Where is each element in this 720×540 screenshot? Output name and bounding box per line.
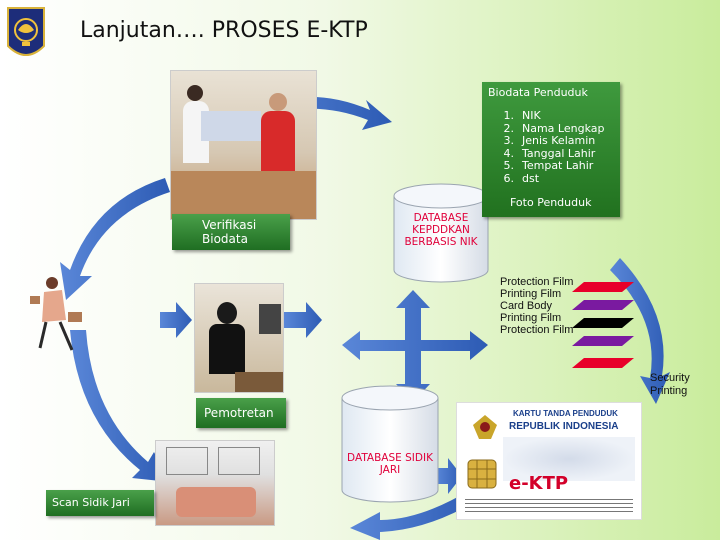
layer-protection-bottom (572, 358, 634, 368)
security-printing-label: Security Printing (650, 372, 690, 397)
list-item: 6.dst (503, 171, 540, 185)
card-title-1: KARTU TANDA PENDUDUK (513, 409, 618, 418)
arrow-up-down (342, 290, 488, 402)
arrow-right-3 (436, 458, 462, 494)
database-nik-cylinder (393, 183, 489, 283)
photo-photo-session (194, 283, 284, 393)
layer-protection-top (572, 282, 634, 292)
layer-label: Printing Film (500, 288, 562, 300)
chip-icon (467, 459, 497, 489)
biodata-panel: Biodata Penduduk 1.NIK 2.Nama Lengkap 3.… (482, 82, 620, 217)
arrow-right-1 (160, 302, 192, 338)
layer-label: Protection Film (500, 276, 574, 288)
database-sidik-cylinder (341, 385, 439, 503)
walking-woman-figure (30, 277, 82, 351)
foto-penduduk-label: Foto Penduduk (510, 196, 592, 209)
layer-printing-bottom (572, 336, 634, 346)
scan-sidik-jari-box: Scan Sidik Jari (46, 490, 154, 516)
card-layers (572, 282, 634, 368)
database-nik-label: DATABASE KEPDDKAN BERBASIS NIK (404, 212, 478, 248)
layer-label: Printing Film (500, 312, 562, 324)
page-title: Lanjutan…. PROSES E-KTP (80, 18, 368, 43)
layer-printing-top (572, 300, 634, 310)
pemotretan-label: Pemotretan (204, 406, 274, 420)
list-item: 3.Jenis Kelamin (503, 134, 596, 147)
list-item: 2.Nama Lengkap (503, 121, 605, 135)
photo-fingerprint-scan (155, 440, 275, 526)
ektp-card: KARTU TANDA PENDUDUK REPUBLIK INDONESIA … (456, 402, 642, 520)
database-sidik-label: DATABASE SIDIK JARI (347, 452, 433, 476)
biodata-header: Biodata Penduduk (488, 86, 588, 99)
ektp-brand: e-KTP (509, 473, 569, 494)
layer-label: Card Body (500, 300, 552, 312)
list-item: 5.Tempat Lahir (503, 159, 594, 172)
list-item: 1.NIK (503, 109, 541, 122)
list-item: 4.Tanggal Lahir (503, 146, 596, 160)
card-map (503, 437, 635, 481)
card-lines (465, 499, 633, 513)
scan-label: Scan Sidik Jari (52, 496, 130, 509)
photo-registration-desk (170, 70, 317, 220)
curved-arrow-bottom (350, 490, 478, 540)
pemotretan-box: Pemotretan (196, 398, 286, 428)
garuda-logo-icon (7, 7, 45, 56)
layer-label: Protection Film (500, 324, 574, 336)
layer-card-body (572, 318, 634, 328)
garuda-emblem-icon (473, 415, 497, 439)
arrow-right-2 (284, 302, 322, 338)
curved-arrow-right (610, 258, 670, 404)
biodata-list: 1.NIK 2.Nama Lengkap 3.Jenis Kelamin 4.T… (492, 109, 605, 185)
verifikasi-biodata-box: Verifikasi Biodata (172, 214, 290, 250)
card-layers-labels: Protection Film Printing Film Card Body … (500, 276, 580, 336)
curved-arrow-left-top (60, 178, 170, 300)
card-title-2: REPUBLIK INDONESIA (509, 421, 619, 432)
verifikasi-label: Verifikasi Biodata (202, 218, 257, 246)
